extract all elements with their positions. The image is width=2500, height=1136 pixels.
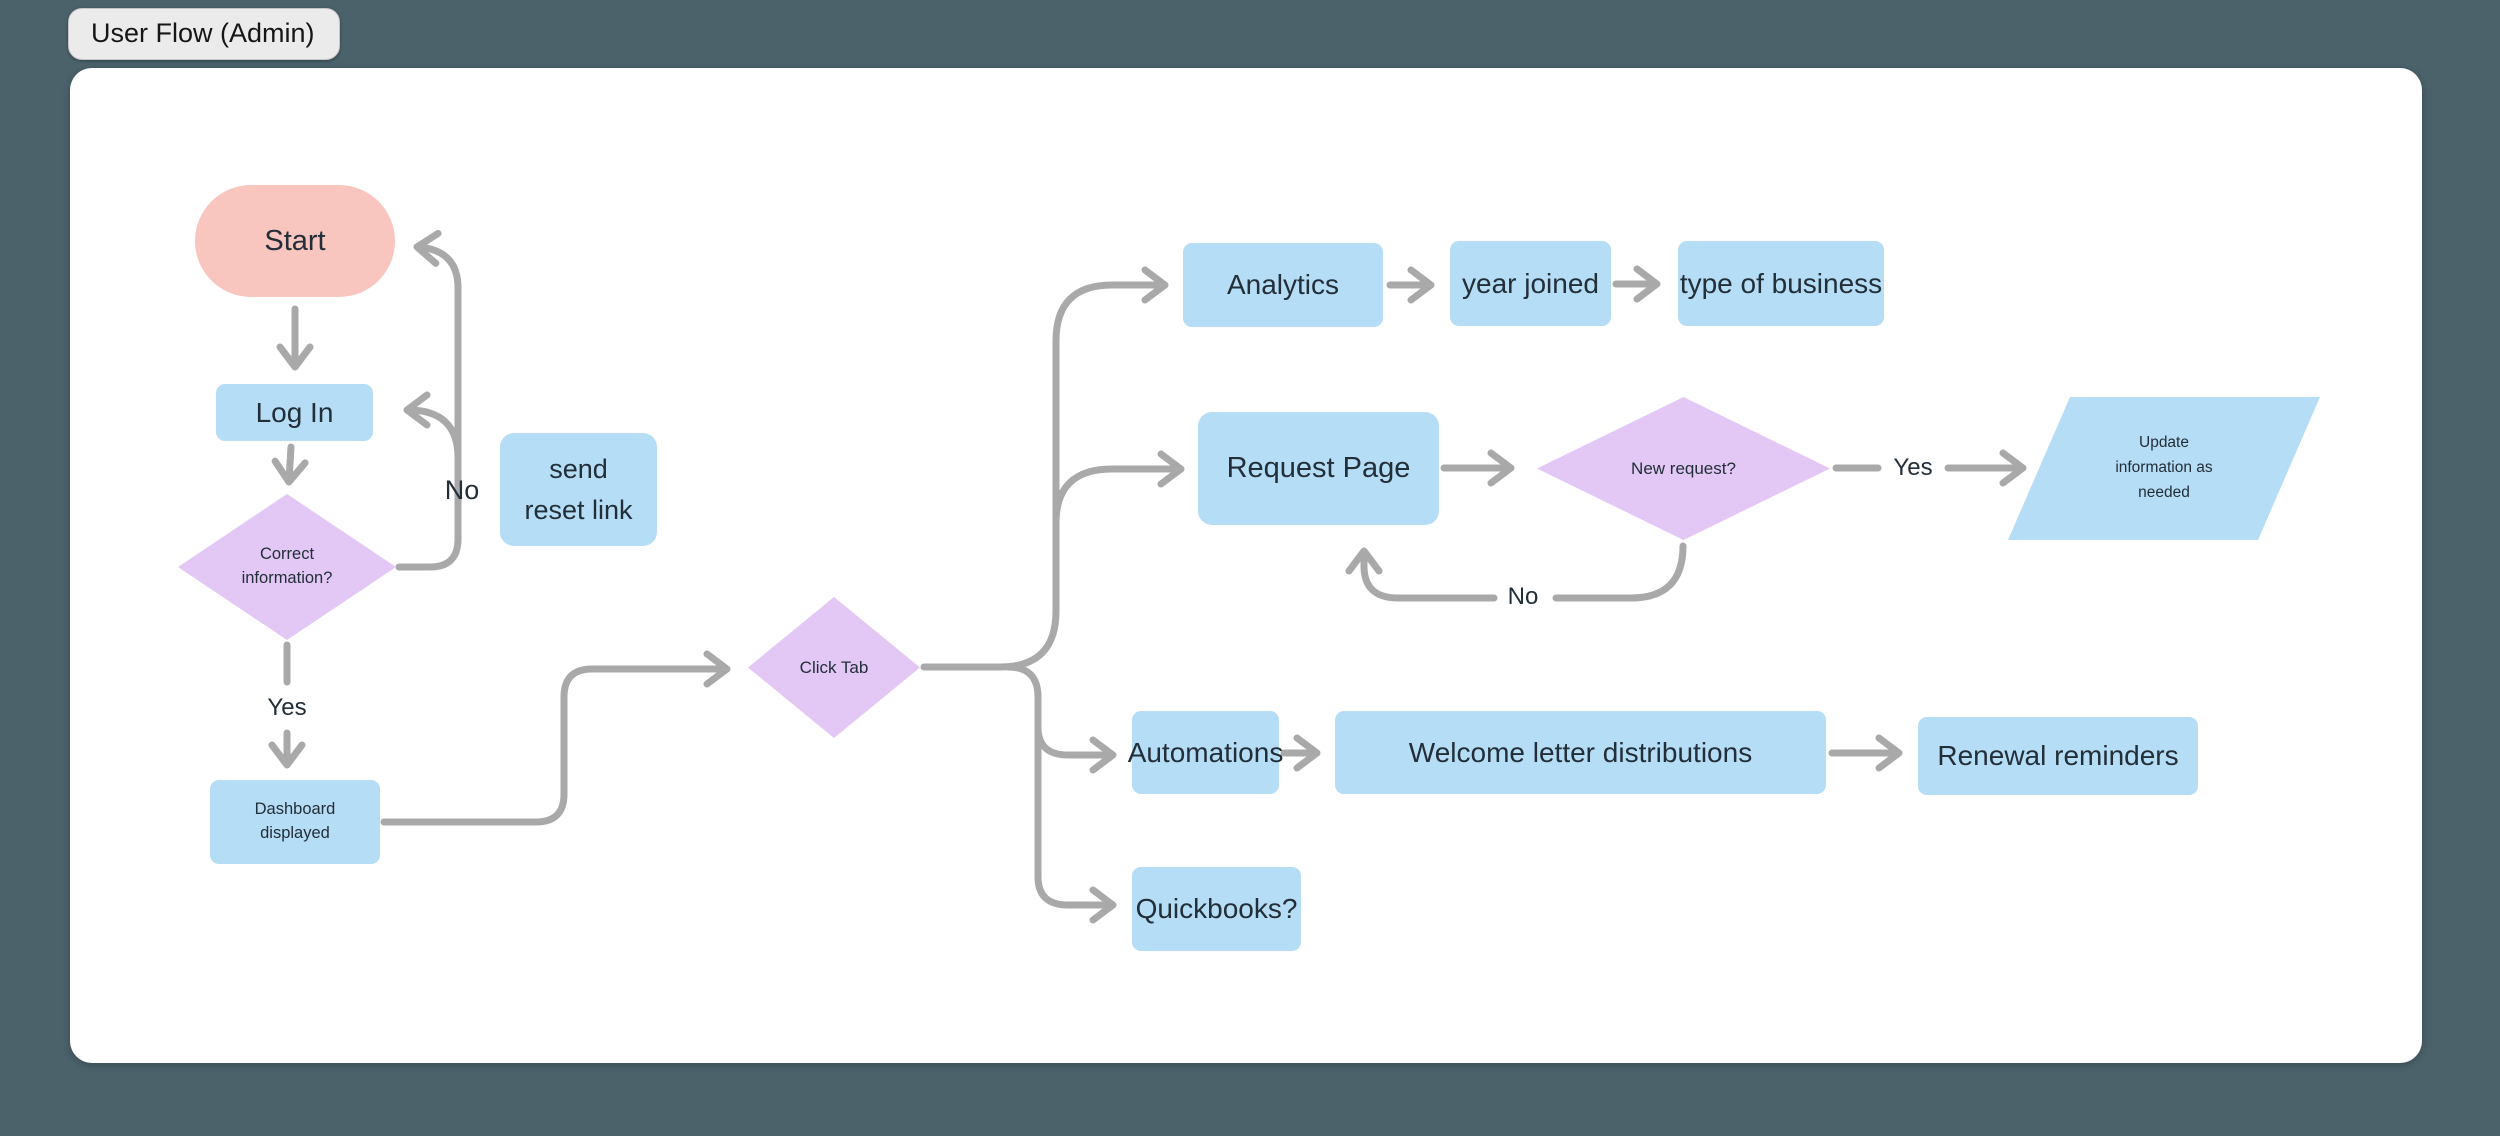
node-send-reset-link[interactable]: send reset link [500, 433, 657, 546]
node-welcome-letter-distributions[interactable]: Welcome letter distributions [1335, 711, 1826, 794]
section-title[interactable]: User Flow (Admin) [68, 8, 340, 60]
node-start[interactable]: Start [195, 185, 395, 297]
decision-correct-information-line2: information? [241, 569, 333, 587]
node-dashboard-displayed-line1: Dashboard [254, 800, 336, 819]
node-send-reset-link-line2: reset link [524, 494, 633, 525]
node-quickbooks[interactable]: Quickbooks? [1132, 867, 1301, 951]
node-analytics[interactable]: Analytics [1183, 243, 1383, 327]
node-request-page[interactable]: Request Page [1198, 412, 1439, 525]
edge-label-no-reset[interactable]: No [444, 474, 480, 505]
node-send-reset-link-line1: send [549, 454, 608, 484]
node-update-information-line1: Update [2139, 434, 2189, 452]
edge-label-no-return[interactable]: No [1507, 583, 1539, 610]
node-renewal-reminders[interactable]: Renewal reminders [1918, 717, 2198, 795]
node-log-in[interactable]: Log In [216, 384, 373, 441]
edge-label-yes-update[interactable]: Yes [1893, 454, 1933, 481]
node-dashboard-displayed[interactable]: Dashboard displayed [210, 780, 380, 864]
node-automations[interactable]: Automations [1128, 711, 1283, 794]
node-update-information-line2: information as [2115, 459, 2213, 477]
node-year-joined[interactable]: year joined [1450, 241, 1611, 326]
node-dashboard-displayed-line2: displayed [260, 824, 330, 842]
node-type-of-business[interactable]: type of business [1678, 241, 1884, 326]
decision-correct-information-line1: Correct [259, 545, 315, 564]
edge-label-yes-dashboard[interactable]: Yes [267, 694, 307, 721]
node-update-information-line3: needed [2138, 483, 2190, 501]
node-update-information[interactable]: Update information as needed [2008, 397, 2320, 540]
